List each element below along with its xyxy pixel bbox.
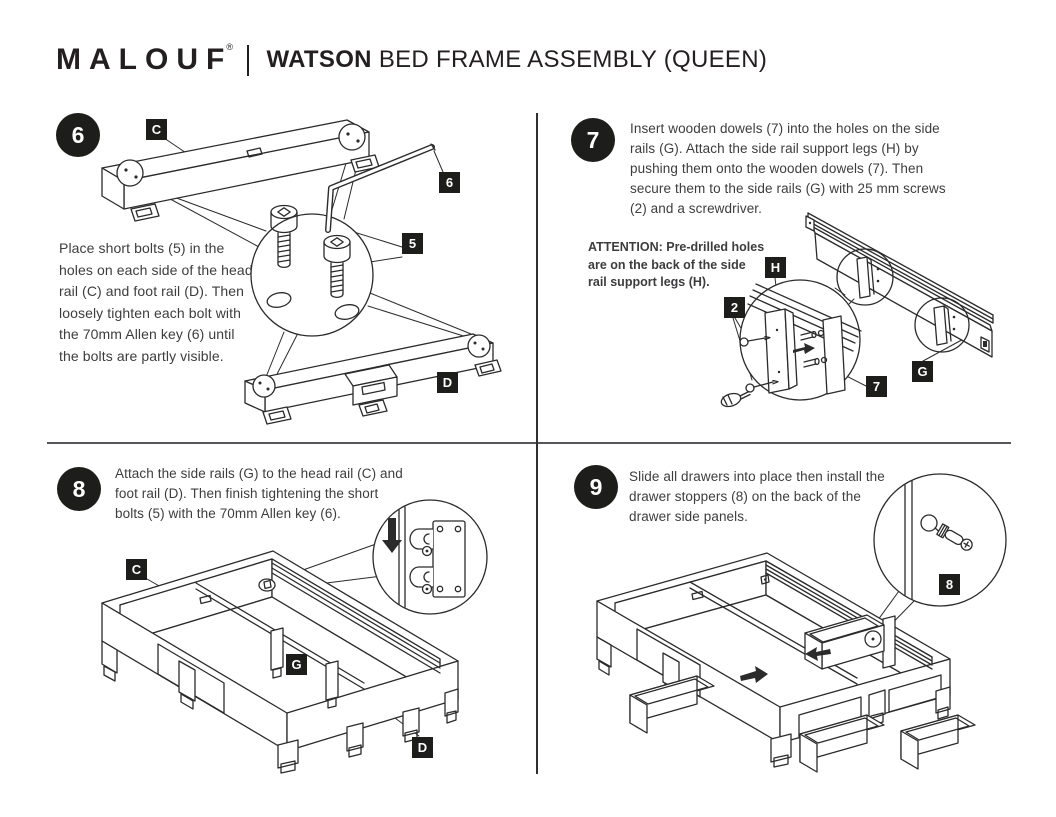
step-8-instruction: Attach the side rails (G) to the head ra… (115, 466, 403, 521)
step-6-badge: 6 (56, 113, 100, 157)
vertical-divider (536, 113, 538, 774)
bed-frame-drawing (101, 550, 459, 774)
brand-logo: MALOUF (56, 43, 233, 76)
part-label-c: C (146, 119, 167, 140)
drawer-drawing (900, 714, 976, 770)
header-divider-bar (246, 44, 250, 76)
step-6-instruction: Place short bolts (5) in the holes on ea… (59, 240, 253, 364)
support-leg-callout-circles (836, 248, 970, 353)
drawer-drawing (799, 714, 885, 773)
horizontal-divider (47, 442, 1011, 444)
part-label-dowel-7: 7 (866, 376, 887, 397)
part-label-h: H (765, 257, 786, 278)
part-label-d: D (412, 737, 433, 758)
foot-rail-drawing (244, 333, 502, 425)
head-rail-drawing (101, 119, 380, 222)
part-label-g: G (286, 654, 307, 675)
magnifier-bolts (250, 213, 374, 337)
step-9-instruction: Slide all drawers into place then instal… (629, 469, 885, 524)
step-9-badge: 9 (574, 465, 618, 509)
step-7-badge: 7 (571, 118, 615, 162)
magnifier-hook-bracket (372, 499, 488, 615)
down-arrow-icon (382, 518, 402, 553)
part-label-stopper-8: 8 (939, 574, 960, 595)
push-arrow-icon (793, 343, 815, 354)
step-8-badge: 8 (57, 467, 101, 511)
step-8-illustration (101, 499, 488, 774)
screwdriver-drawing (720, 390, 751, 408)
step-6-illustration (101, 119, 502, 425)
screw-drawing (739, 335, 779, 393)
part-label-bolt-5: 5 (402, 233, 423, 254)
title-text: BED FRAME ASSEMBLY (QUEEN) (378, 46, 768, 73)
magnifier-leg-dowels (720, 279, 862, 408)
part-label-allen-key-6: 6 (439, 172, 460, 193)
slide-arrow-icon (805, 647, 831, 661)
step-7-instruction: Insert wooden dowels (7) into the holes … (630, 121, 946, 216)
step-7-illustration (720, 212, 994, 408)
product-name: WATSON (266, 46, 372, 73)
wooden-dowel-drawing (800, 329, 828, 368)
drawer-drawing (629, 675, 715, 734)
stopper-pin-drawing (936, 523, 973, 551)
part-label-g: G (912, 361, 933, 382)
magnifier-drawer-stopper (873, 473, 1007, 607)
part-label-c: C (126, 559, 147, 580)
part-label-screw-2: 2 (724, 297, 745, 318)
step-7-attention-note: ATTENTION: Pre-drilled holes are on the … (588, 240, 765, 289)
step-9-illustration (596, 473, 1007, 773)
bed-frame-drawing (596, 552, 951, 768)
allen-key-drawing (325, 143, 436, 233)
part-label-d: D (437, 372, 458, 393)
slide-arrow-icon (740, 666, 768, 683)
registered-trademark-mark: ® (226, 42, 233, 52)
